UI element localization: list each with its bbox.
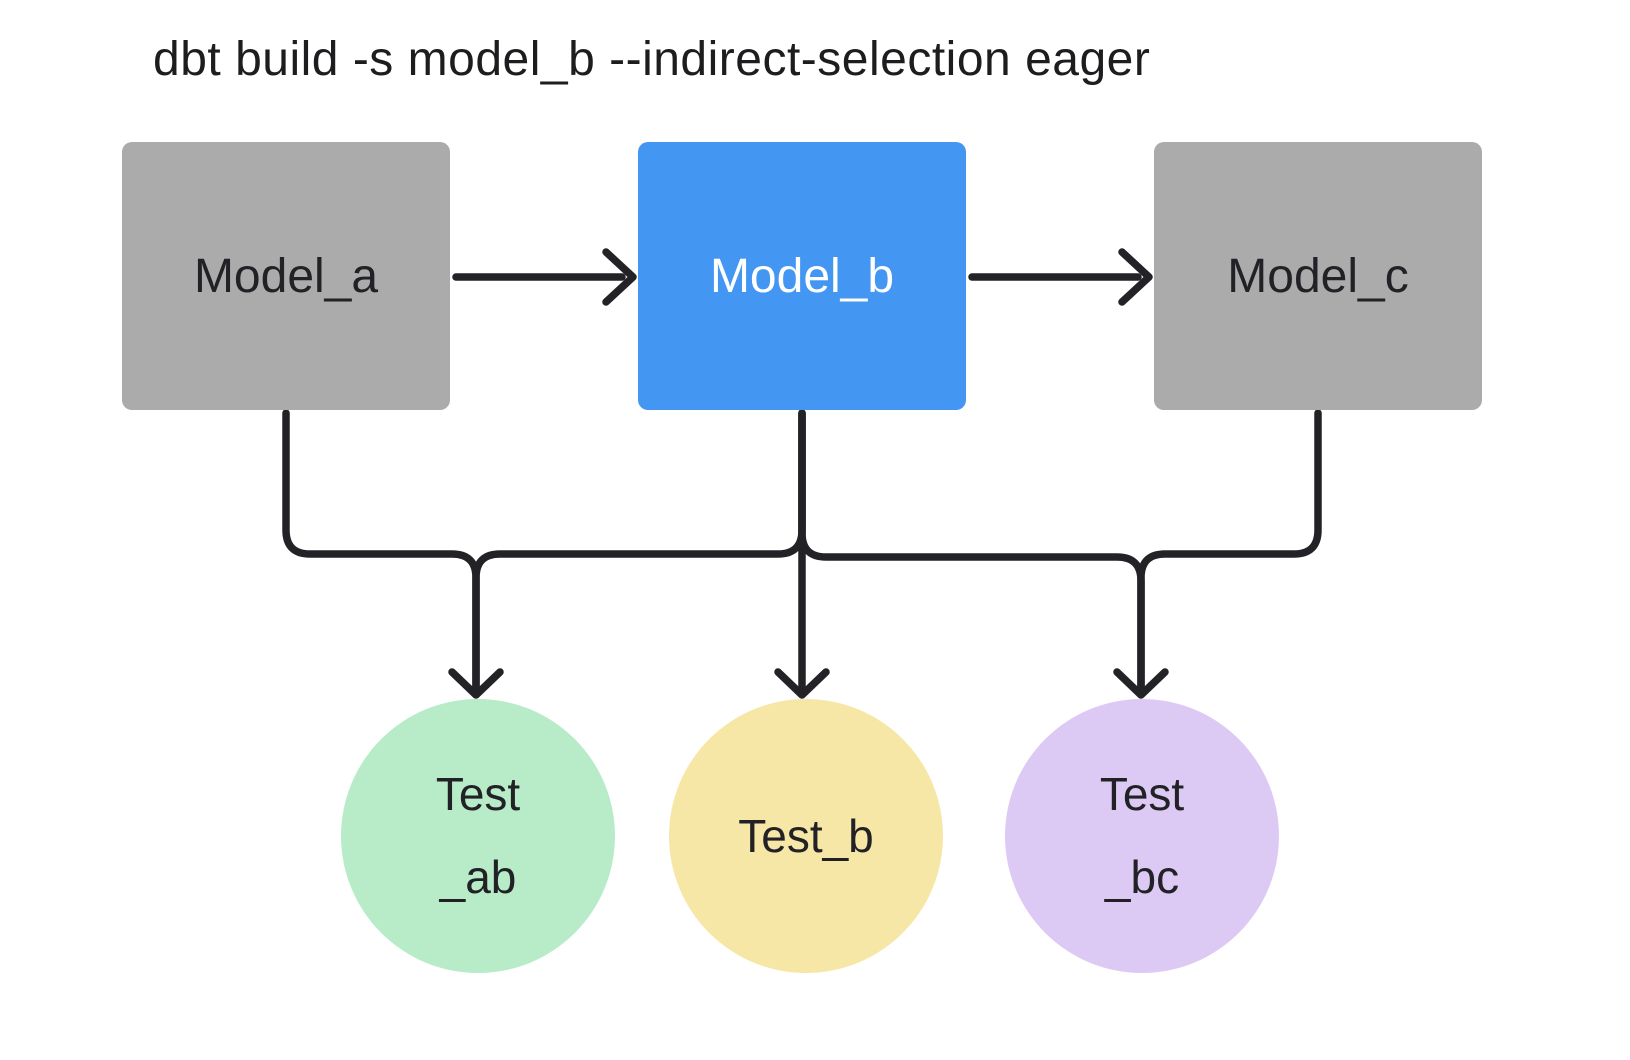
node-model-c-label: Model_c [1227,249,1409,303]
edge-model-a-to-test-ab [282,409,480,694]
node-model-b: Model_b [638,142,966,410]
edge-model-b-to-test-ab [472,409,806,694]
diagram-title: dbt build -s model_b --indirect-selectio… [153,33,1151,86]
node-test-bc: Test _bc [1005,699,1279,973]
arrowhead-test-ab [448,668,504,699]
node-test-b-label-line1: Test_b [738,809,874,862]
node-test-ab: Test _ab [341,699,615,973]
node-test-bc-label-line1: Test [1099,768,1185,821]
edge-model-b-to-test-bc [798,409,1145,694]
node-model-b-label: Model_b [709,249,895,303]
node-model-c: Model_c [1154,142,1482,410]
node-test-ab-label-line1: Test [435,768,521,821]
node-model-a: Model_a [122,142,450,410]
node-test-bc-label-line2: _bc [1104,851,1180,903]
arrowhead-test-b [774,668,830,699]
edge-model-c-to-test-bc [1137,409,1322,694]
arrowhead-model-b [602,248,637,306]
arrowhead-test-bc [1113,668,1169,699]
node-model-a-label: Model_a [193,249,379,303]
node-test-b: Test_b [669,699,943,973]
node-test-ab-label-line2: _ab [439,851,517,903]
arrowhead-model-c [1118,248,1153,306]
